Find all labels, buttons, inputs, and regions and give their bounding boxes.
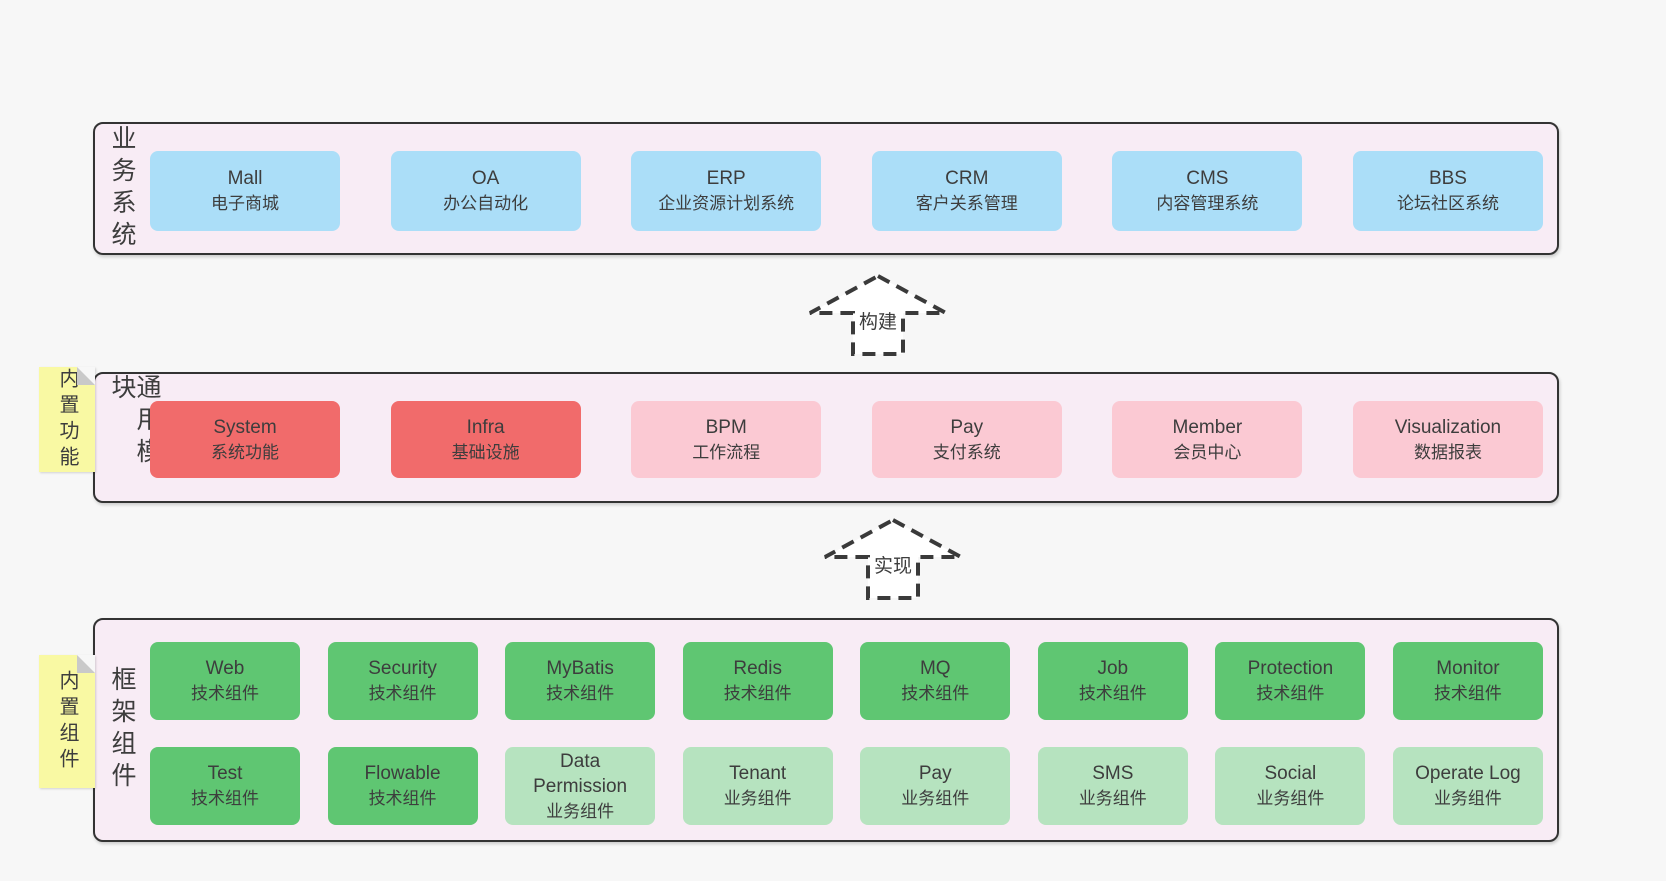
build-arrow: 构建 (808, 274, 948, 356)
box-member: Member 会员中心 (1112, 401, 1303, 478)
box-system: System 系统功能 (150, 401, 340, 478)
box-erp: ERP 企业资源计划系统 (631, 151, 822, 231)
box-tenant: Tenant 业务组件 (682, 747, 833, 825)
business-layer-container: 业务系统 Mall 电子商城 OA 办公自动化 ERP 企业资源计划系统 CRM… (93, 122, 1559, 255)
box-cms: CMS 内容管理系统 (1112, 151, 1303, 231)
box-test: Test 技术组件 (150, 747, 300, 825)
box-operate-log: Operate Log 业务组件 (1392, 747, 1543, 825)
box-mall: Mall 电子商城 (150, 151, 340, 231)
module-layer-row: System 系统功能 Infra 基础设施 BPM 工作流程 Pay 支付系统… (150, 401, 1543, 478)
component-layer-label-wrap: 框架组件 (108, 620, 136, 840)
component-layer-row-2: Test 技术组件 Flowable 技术组件 Data Permission … (150, 747, 1543, 825)
box-sms: SMS 业务组件 (1037, 747, 1188, 825)
box-flowable: Flowable 技术组件 (327, 747, 478, 825)
box-protection: Protection 技术组件 (1215, 642, 1366, 720)
box-mybatis: MyBatis 技术组件 (505, 642, 656, 720)
box-job: Job 技术组件 (1037, 642, 1188, 720)
box-visualization: Visualization 数据报表 (1352, 401, 1543, 478)
box-bpm: BPM 工作流程 (631, 401, 822, 478)
box-pay: Pay 支付系统 (871, 401, 1062, 478)
box-mq: MQ 技术组件 (860, 642, 1011, 720)
implement-arrow-label: 实现 (869, 550, 917, 579)
box-bbs: BBS 论坛社区系统 (1352, 151, 1543, 231)
component-layer-row-1: Web 技术组件 Security 技术组件 MyBatis 技术组件 Redi… (150, 642, 1543, 720)
module-layer-container: 通用模块 System 系统功能 Infra 基础设施 BPM 工作流程 Pay… (93, 372, 1559, 503)
box-web: Web 技术组件 (150, 642, 300, 720)
sticky-note-builtin-features: 内置功能 (39, 367, 95, 472)
box-infra: Infra 基础设施 (390, 401, 581, 478)
business-layer-label-wrap: 业务系统 (108, 124, 136, 253)
box-data-permission: Data Permission 业务组件 (505, 747, 656, 825)
box-security: Security 技术组件 (327, 642, 478, 720)
implement-arrow: 实现 (823, 518, 963, 600)
sticky-note-builtin-components: 内置组件 (39, 655, 95, 788)
component-layer-label: 框架组件 (108, 666, 136, 794)
box-monitor: Monitor 技术组件 (1392, 642, 1543, 720)
box-redis: Redis 技术组件 (682, 642, 833, 720)
component-layer-container: 框架组件 Web 技术组件 Security 技术组件 MyBatis 技术组件… (93, 618, 1559, 842)
box-pay-component: Pay 业务组件 (860, 747, 1011, 825)
box-crm: CRM 客户关系管理 (871, 151, 1062, 231)
business-layer-row: Mall 电子商城 OA 办公自动化 ERP 企业资源计划系统 CRM 客户关系… (150, 151, 1543, 231)
build-arrow-label: 构建 (854, 306, 902, 335)
business-layer-label: 业务系统 (108, 124, 136, 253)
box-social: Social 业务组件 (1215, 747, 1366, 825)
box-oa: OA 办公自动化 (390, 151, 581, 231)
